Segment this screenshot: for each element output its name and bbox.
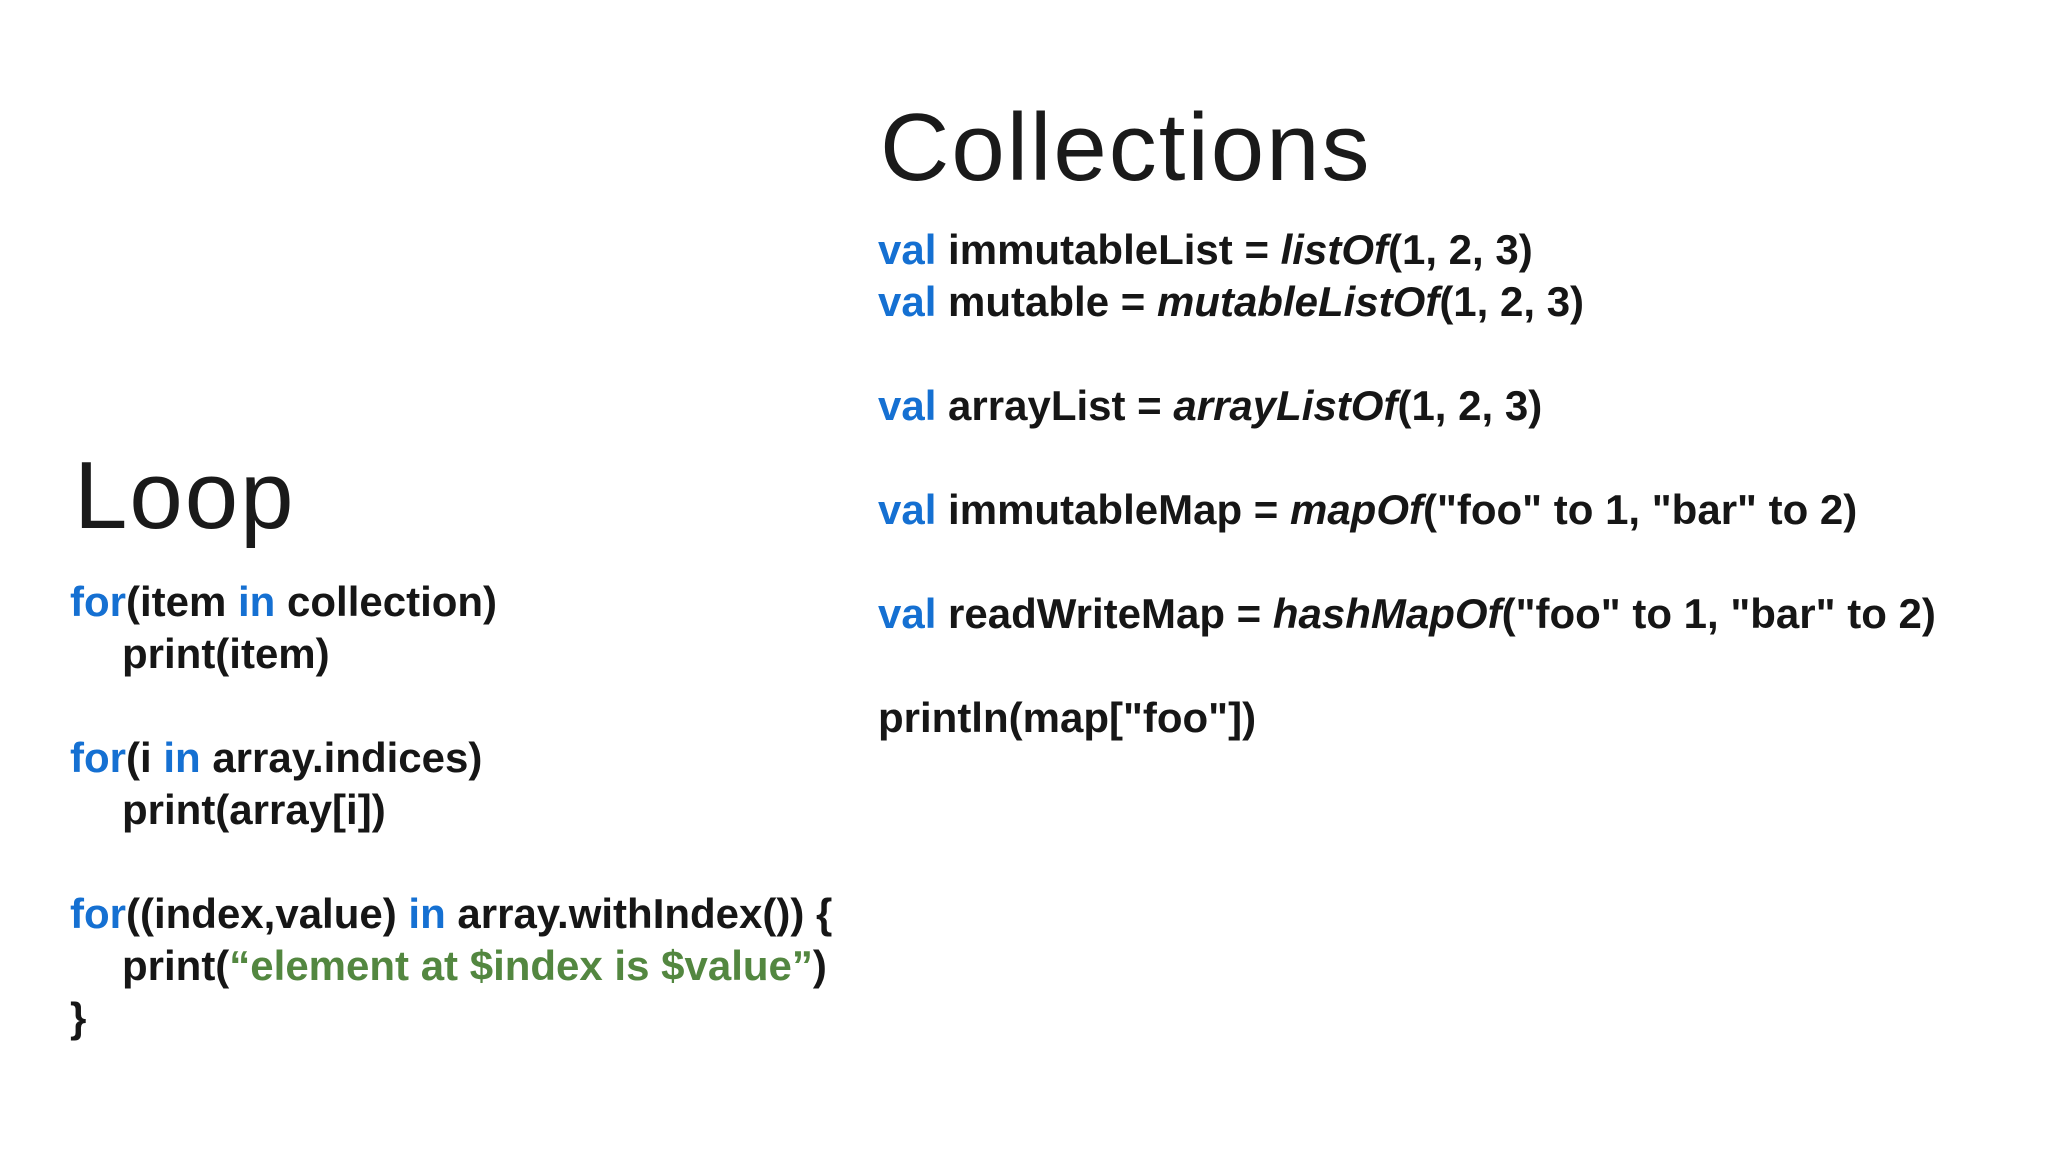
loop-code-block: for(item in collection)print(item) for(i… [70, 576, 832, 1044]
code-blank-line [70, 680, 832, 732]
code-token-code: print(item) [122, 630, 330, 677]
code-line: } [70, 992, 832, 1044]
code-token-code: mutable = [936, 278, 1157, 325]
code-token-code: println(map["foo"]) [878, 694, 1257, 741]
code-token-kw: for [70, 734, 126, 781]
code-token-kw: val [878, 486, 937, 533]
code-line: print(array[i]) [70, 784, 832, 836]
code-token-code: array.indices) [200, 734, 483, 781]
code-token-kw: val [878, 382, 937, 429]
code-line: for(i in array.indices) [70, 732, 832, 784]
code-token-code: (1, 2, 3) [1439, 278, 1585, 325]
code-token-code: ((index,value) [126, 890, 409, 937]
code-token-kw: for [70, 578, 126, 625]
code-line: val mutable = mutableListOf(1, 2, 3) [878, 276, 1936, 328]
code-token-fn: hashMapOf [1272, 590, 1502, 637]
code-token-code: print(array[i]) [122, 786, 386, 833]
code-line: for((index,value) in array.withIndex()) … [70, 888, 832, 940]
code-token-code: immutableMap = [936, 486, 1290, 533]
code-token-code: readWriteMap = [936, 590, 1273, 637]
code-blank-line [70, 836, 832, 888]
collections-code-block: val immutableList = listOf(1, 2, 3)val m… [878, 224, 1936, 744]
code-token-code: immutableList = [936, 226, 1281, 273]
code-token-fn: mutableListOf [1156, 278, 1440, 325]
code-blank-line [878, 536, 1936, 588]
code-token-code: } [70, 994, 87, 1041]
code-line: val immutableList = listOf(1, 2, 3) [878, 224, 1936, 276]
code-blank-line [878, 328, 1936, 380]
code-line: val readWriteMap = hashMapOf("foo" to 1,… [878, 588, 1936, 640]
code-token-code: ("foo" to 1, "bar" to 2) [1501, 590, 1936, 637]
code-line: val arrayList = arrayListOf(1, 2, 3) [878, 380, 1936, 432]
collections-title: Collections [880, 94, 1372, 201]
code-line: val immutableMap = mapOf("foo" to 1, "ba… [878, 484, 1936, 536]
code-blank-line [878, 640, 1936, 692]
loop-title: Loop [74, 442, 296, 549]
code-line: println(map["foo"]) [878, 692, 1936, 744]
code-token-code: (1, 2, 3) [1397, 382, 1543, 429]
code-token-code: (i [126, 734, 164, 781]
code-token-code: print( [122, 942, 230, 989]
code-token-code: array.withIndex()) { [445, 890, 833, 937]
code-token-str: “element at $index is $value” [229, 942, 813, 989]
code-line: print(“element at $index is $value”) [70, 940, 832, 992]
code-token-kw: val [878, 590, 937, 637]
code-token-code: ) [812, 942, 827, 989]
code-token-kw: val [878, 226, 937, 273]
code-token-code: arrayList = [936, 382, 1174, 429]
code-token-fn: arrayListOf [1173, 382, 1398, 429]
code-blank-line [878, 432, 1936, 484]
code-line: for(item in collection) [70, 576, 832, 628]
code-token-kw: val [878, 278, 937, 325]
code-line: print(item) [70, 628, 832, 680]
code-token-fn: mapOf [1289, 486, 1423, 533]
code-token-code: ("foo" to 1, "bar" to 2) [1422, 486, 1858, 533]
code-token-kw: in [408, 890, 446, 937]
code-token-code: collection) [275, 578, 498, 625]
code-token-kw: for [70, 890, 126, 937]
code-token-fn: listOf [1280, 226, 1388, 273]
code-token-code: (1, 2, 3) [1387, 226, 1533, 273]
code-token-kw: in [163, 734, 201, 781]
code-token-kw: in [238, 578, 276, 625]
code-token-code: (item [126, 578, 239, 625]
